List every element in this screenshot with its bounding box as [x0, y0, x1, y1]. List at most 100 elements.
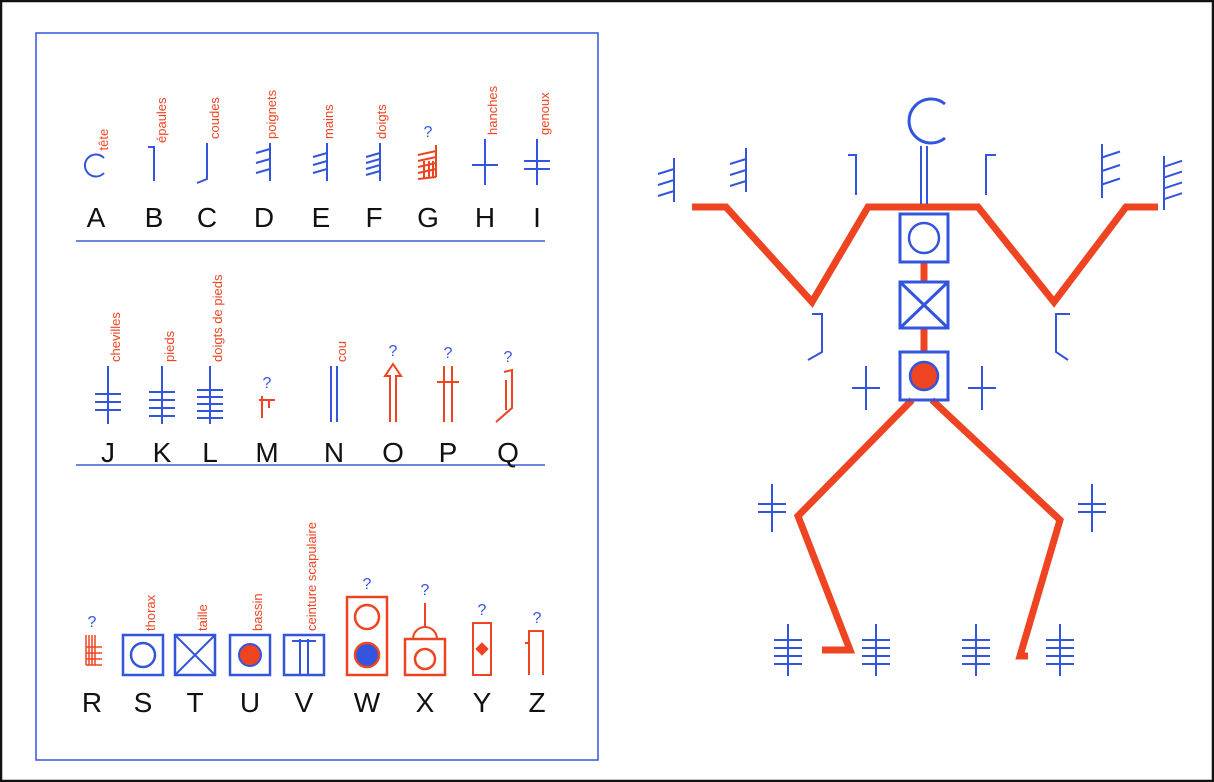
legend-letter: V — [295, 687, 314, 718]
part-label: doigts — [374, 104, 389, 139]
figure-pelvis-glyph — [898, 350, 950, 402]
part-label: taille — [195, 604, 210, 631]
figure-waist-glyph — [898, 280, 950, 330]
legend-entry-y: Y? — [472, 602, 492, 718]
part-label: tête — [96, 129, 111, 151]
head-arc-glyph — [83, 153, 105, 178]
question-mark: ? — [478, 602, 487, 619]
part-label: pieds — [162, 330, 177, 362]
legend-entry-q: Q? — [495, 349, 519, 468]
question-mark: ? — [263, 375, 272, 392]
elbow-glyph — [196, 143, 208, 184]
legend-letter: W — [354, 687, 381, 718]
legend-letter: Y — [473, 687, 492, 718]
legend-letter: C — [197, 202, 217, 233]
figure-hip-glyph — [852, 366, 880, 410]
unknown-comb-glyph — [85, 635, 102, 666]
legend-letter: P — [439, 437, 458, 468]
figure-shoulder-glyph — [848, 154, 857, 195]
legend-entry-o: O? — [382, 343, 404, 468]
question-mark: ? — [504, 349, 513, 366]
question-mark: ? — [533, 610, 542, 627]
shoulder-glyph — [148, 146, 155, 181]
legend-letter: F — [365, 202, 382, 233]
legend-panel-border — [35, 32, 599, 761]
part-label: bassin — [250, 593, 265, 631]
unknown-hand-glyph — [417, 145, 437, 180]
legend-entry-p: P? — [437, 345, 459, 468]
legend-entry-g: G? — [417, 124, 439, 233]
question-mark: ? — [389, 343, 398, 360]
question-mark: ? — [424, 124, 433, 141]
part-label: genoux — [537, 92, 552, 135]
thorax-square-circle-glyph — [121, 633, 165, 677]
figure-knee-glyph — [1078, 484, 1106, 532]
figure-hand-glyph — [729, 148, 747, 192]
knee-cross-glyph — [524, 139, 550, 185]
stick-figure-diagram — [657, 97, 1183, 676]
legend-letter: M — [255, 437, 278, 468]
question-mark: ? — [363, 576, 372, 593]
figure-foot-glyph — [774, 624, 802, 676]
part-label: poignets — [264, 89, 279, 139]
legend-letter: K — [153, 437, 172, 468]
unknown-bell-box-glyph — [403, 603, 447, 677]
figure-foot-glyph — [862, 624, 890, 676]
part-label: chevilles — [108, 312, 123, 362]
legend-letter: T — [186, 687, 203, 718]
legend-letter: A — [87, 202, 106, 233]
figure-foot-glyph — [962, 624, 990, 676]
figure-hand-glyph — [1101, 144, 1121, 198]
legend-letter: J — [101, 437, 115, 468]
legend-letter: R — [82, 687, 102, 718]
question-mark: ? — [88, 614, 97, 631]
figure-elbow-glyph — [807, 313, 823, 361]
legend-entry-x: X? — [403, 582, 447, 718]
legend-row-1: AtêteBépaulesCcoudesDpoignetsEmainsFdoig… — [83, 85, 552, 233]
part-label: mains — [321, 104, 336, 139]
figure-hip-glyph — [968, 366, 996, 410]
figure-hand-glyph — [657, 158, 675, 202]
foot-glyph — [149, 366, 175, 424]
part-label: épaules — [154, 97, 169, 143]
legend-letter: H — [475, 202, 495, 233]
legend-letter: I — [533, 202, 541, 233]
legend-letter: X — [416, 687, 435, 718]
left-leg-bone — [793, 397, 915, 654]
part-label: coudes — [207, 97, 222, 139]
legend-entry-z: Z? — [525, 610, 546, 718]
unknown-small-cross-glyph — [259, 396, 275, 418]
legend-letter: L — [202, 437, 218, 468]
pelvis-square-dot-glyph — [228, 633, 272, 677]
part-label: cou — [334, 341, 349, 362]
figure-head-glyph — [907, 97, 946, 145]
arms-bone — [692, 203, 1158, 308]
toes-glyph — [197, 366, 223, 424]
wrist-glyph — [255, 143, 271, 181]
legend-letter: N — [324, 437, 344, 468]
unknown-diamond-box-glyph — [472, 622, 492, 676]
figure-knee-glyph — [758, 484, 786, 532]
legend-letter: E — [312, 202, 331, 233]
fingers-glyph — [365, 143, 381, 181]
question-mark: ? — [444, 345, 453, 362]
hip-cross-glyph — [472, 139, 498, 185]
legend-letter: S — [134, 687, 153, 718]
legend-letter: U — [240, 687, 260, 718]
